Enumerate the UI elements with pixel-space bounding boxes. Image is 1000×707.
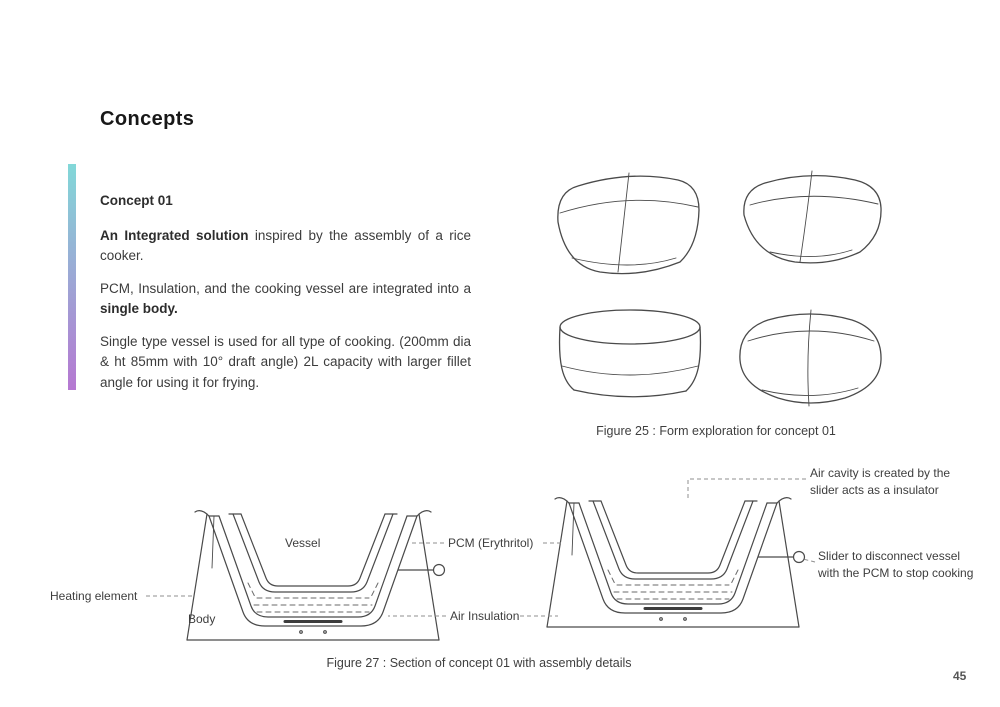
label-vessel: Vessel xyxy=(285,536,321,550)
sketch-outline xyxy=(557,175,700,275)
accent-gradient-bar xyxy=(68,164,76,390)
sketch-outline xyxy=(743,175,882,264)
note-air-cavity: Air cavity is created by the slider acts… xyxy=(810,466,951,497)
sketch-construction-line xyxy=(749,195,879,206)
sketch-construction-line xyxy=(807,309,812,407)
paragraph-text: inspired by the assembly of a rice cooke… xyxy=(100,227,471,264)
bold-phrase: An Integrated solution xyxy=(100,227,249,243)
section-diagram-right xyxy=(545,496,806,629)
sketch-construction-line xyxy=(747,330,875,342)
concept-paragraph-1: An Integrated solution inspired by the a… xyxy=(100,226,471,267)
sketch-outline xyxy=(558,326,575,391)
figure27-section-diagrams xyxy=(146,478,816,642)
sketch-outline xyxy=(739,313,882,404)
section-diagram-left xyxy=(185,509,446,642)
page-title: Concepts xyxy=(100,108,195,130)
sketch-construction-line xyxy=(769,249,853,257)
paragraph-text: PCM, Insulation, and the cooking vessel … xyxy=(100,280,471,296)
sketch-outline xyxy=(685,326,702,392)
label-body: Body xyxy=(188,612,216,626)
figure25-form-sketches xyxy=(557,170,882,407)
form-sketch-bottom-right xyxy=(739,309,882,407)
form-sketch-bottom-left xyxy=(558,309,702,398)
form-sketch-top-left xyxy=(557,172,700,275)
sketch-construction-line xyxy=(559,199,699,214)
page-number: 45 xyxy=(953,669,967,683)
form-sketch-top-right xyxy=(743,170,882,264)
figure25-caption: Figure 25 : Form exploration for concept… xyxy=(596,424,836,438)
sketch-top-ellipse xyxy=(559,309,701,345)
leader-lines xyxy=(146,478,816,617)
concept-paragraph-3: Single type vessel is used for all type … xyxy=(100,333,471,390)
label-air-insulation: Air Insulation xyxy=(450,609,520,623)
sketch-outline xyxy=(573,389,687,398)
concept-paragraph-2: PCM, Insulation, and the cooking vessel … xyxy=(100,279,471,320)
sketch-construction-line xyxy=(571,257,677,266)
note-slider: Slider to disconnect vessel with the PCM… xyxy=(818,549,974,580)
sketch-construction-line xyxy=(617,172,630,273)
leader-slider xyxy=(802,558,816,563)
sketch-construction-line xyxy=(799,170,813,263)
label-pcm-erythritol: PCM (Erythritol) xyxy=(448,536,534,550)
sketch-construction-line xyxy=(561,365,699,376)
concept-text-block: Concept 01 An Integrated solution inspir… xyxy=(100,191,471,405)
label-heating-element: Heating element xyxy=(50,589,138,603)
sketch-construction-line xyxy=(761,387,859,396)
bold-phrase: single body. xyxy=(100,301,178,317)
figure27-caption: Figure 27 : Section of concept 01 with a… xyxy=(326,656,632,670)
concept-heading: Concept 01 xyxy=(100,193,173,208)
